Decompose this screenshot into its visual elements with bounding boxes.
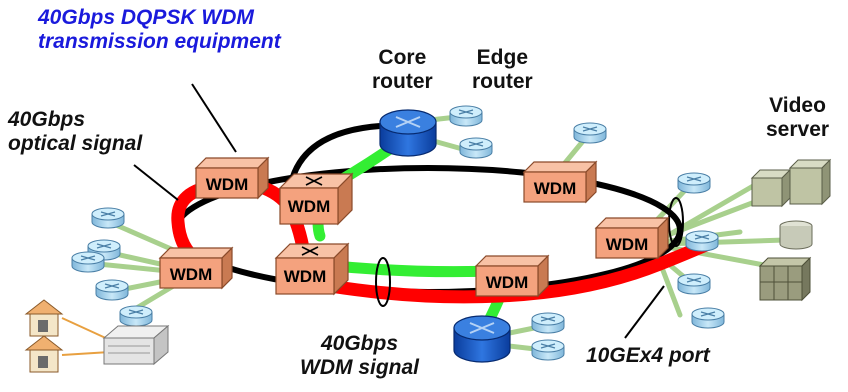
svg-text:WDM: WDM — [170, 265, 212, 284]
wdm-signal-line2: WDM signal — [300, 355, 419, 379]
home-links — [61, 317, 111, 356]
equipment-label: 40Gbps DQPSK WDM transmission equipment — [38, 6, 281, 53]
video-servers — [750, 158, 832, 302]
video-server-label: Video server — [766, 94, 829, 141]
svg-text:WDM: WDM — [206, 175, 248, 194]
core-router-line1: Core — [378, 46, 427, 69]
pointer-lines — [133, 83, 665, 339]
video-server-line1: Video — [769, 94, 826, 117]
port-label-text: 10GEx4 port — [586, 344, 710, 367]
core-router-label: Core router — [372, 46, 433, 93]
core-router-line2: router — [372, 69, 433, 93]
equipment-label-line2: transmission equipment — [38, 29, 281, 53]
port-label: 10GEx4 port — [586, 344, 710, 368]
bundle-rings — [375, 197, 684, 307]
wdm-box-bottom-center: WDM — [475, 255, 549, 297]
wdm-box-right-top: WDM — [523, 161, 597, 203]
optical-signal-line2: optical signal — [8, 131, 143, 155]
office-building — [102, 324, 170, 366]
svg-text:WDM: WDM — [284, 267, 326, 286]
video-server-line2: server — [766, 117, 830, 141]
optical-signal-line1: 40Gbps — [8, 108, 86, 131]
edge-router-line2: router — [472, 69, 533, 93]
edge-router-label: Edge router — [472, 46, 533, 93]
wdm-box-right: WDM — [595, 217, 669, 259]
svg-text:WDM: WDM — [486, 273, 528, 292]
core-router-bottom — [453, 315, 511, 363]
svg-text:WDM: WDM — [534, 179, 576, 198]
optical-signal-label: 40Gbps optical signal — [8, 108, 142, 155]
svg-text:WDM: WDM — [288, 197, 330, 216]
wdm-box-left-bottom: WDM — [159, 247, 233, 289]
core-router-top — [379, 109, 437, 157]
wdm-crossconnect-bottom: WDM — [275, 243, 349, 295]
edge-router-line1: Edge — [476, 46, 529, 69]
wdm-box-top-left: WDM — [195, 157, 269, 199]
svg-text:WDM: WDM — [606, 235, 648, 254]
wdm-signal-label: 40Gbps WDM signal — [300, 332, 419, 379]
wdm-crossconnect-top: WDM — [279, 173, 353, 225]
equipment-label-line1: 40Gbps DQPSK WDM — [38, 6, 254, 29]
wdm-signal-line1: 40Gbps — [320, 332, 399, 355]
homes — [24, 299, 64, 373]
